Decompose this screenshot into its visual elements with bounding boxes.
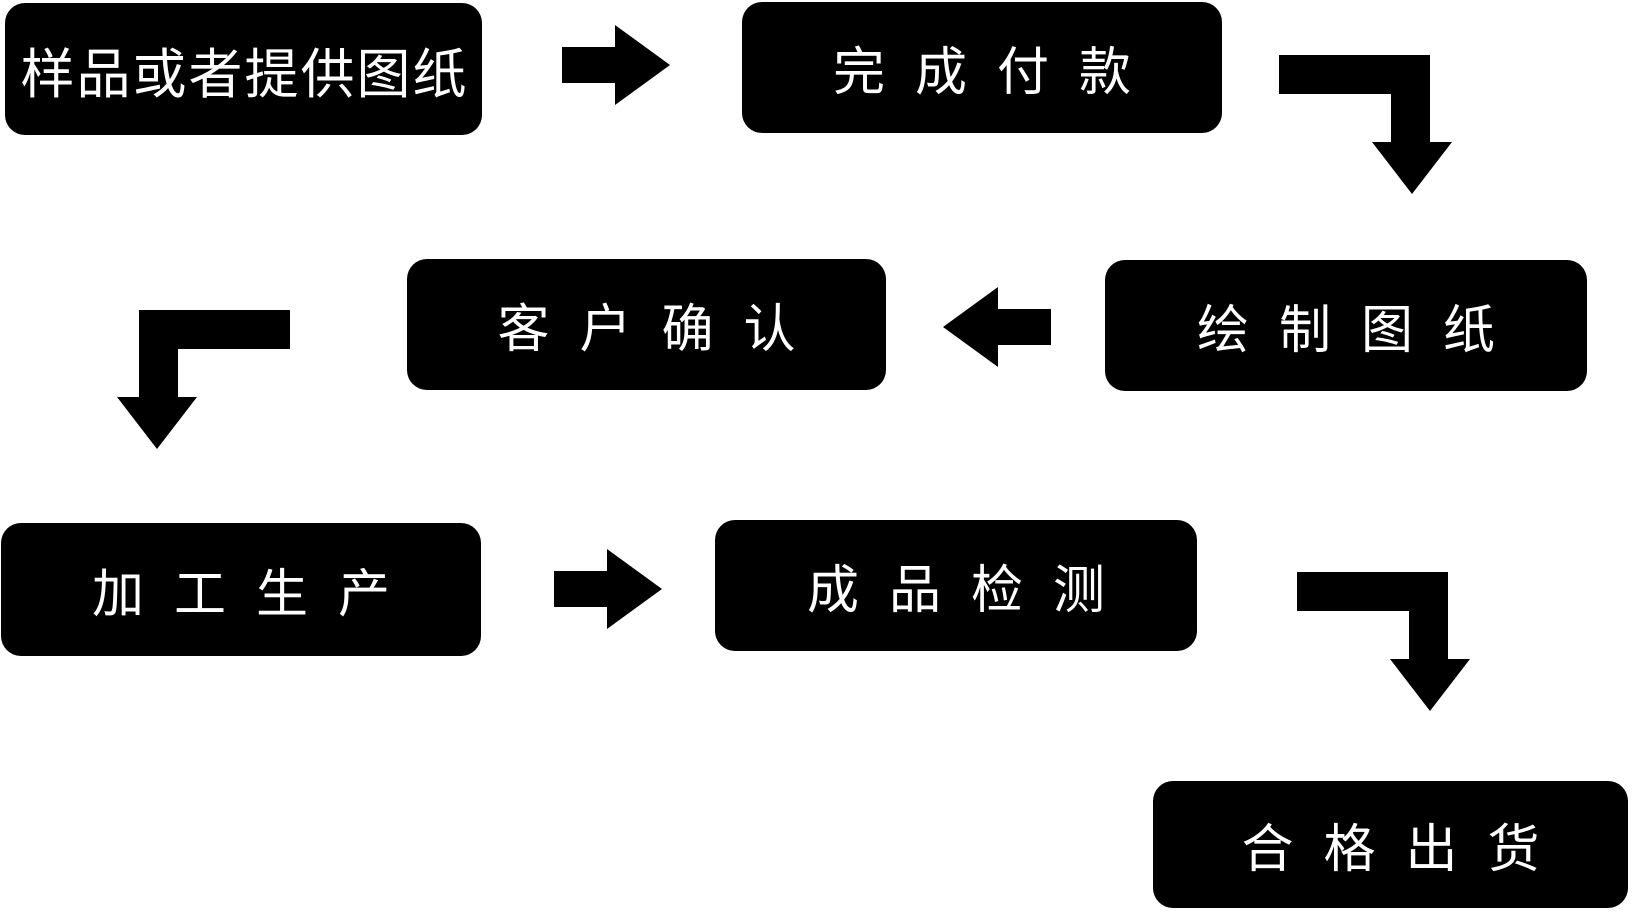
node-customer-confirmation: 客户确认	[407, 259, 886, 390]
elbow-arrow-left-down-icon	[117, 310, 290, 449]
node-processing-production: 加工生产	[1, 523, 481, 656]
elbow-arrow-right-down-icon	[1279, 55, 1452, 194]
node-qualified-shipment: 合格出货	[1153, 781, 1628, 908]
node-sample-or-provide-drawings: 样品或者提供图纸	[5, 3, 482, 135]
node-draw-drawings: 绘制图纸	[1105, 260, 1587, 391]
elbow-arrow-right-down-icon	[1297, 572, 1470, 711]
arrow-right-icon	[554, 549, 662, 629]
node-finished-product-inspection: 成品检测	[715, 520, 1197, 651]
arrow-left-icon	[943, 287, 1051, 367]
node-complete-payment: 完成付款	[742, 2, 1222, 133]
arrow-right-icon	[562, 25, 670, 105]
